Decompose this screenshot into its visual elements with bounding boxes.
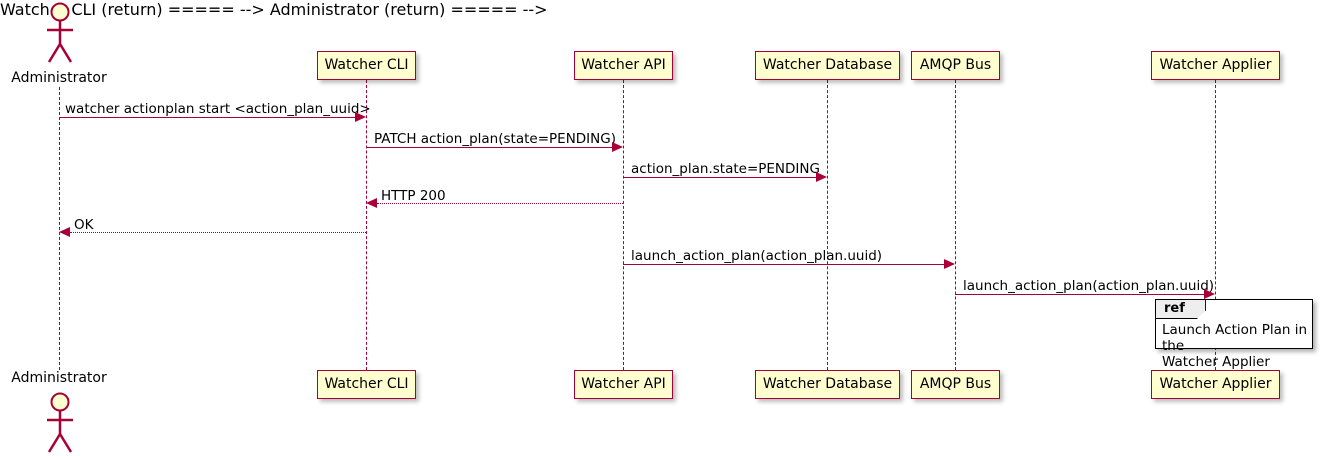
message-label-launch-action-plan-bus: launch_action_plan(action_plan.uuid): [963, 278, 1215, 294]
message-arrowhead-http-200: [366, 198, 377, 208]
lifeline-watcher-api: [623, 80, 624, 370]
participant-watcher-database-top[interactable]: Watcher Database: [755, 51, 900, 80]
ref-fragment-tab-label: ref: [1156, 300, 1206, 319]
actor-label-administrator-bottom: Administrator: [11, 370, 107, 386]
participant-watcher-api-top[interactable]: Watcher API: [574, 51, 673, 80]
lifeline-watcher-applier: [1215, 80, 1216, 370]
ref-fragment-body-text: Launch Action Plan in the Watcher Applie…: [1162, 322, 1308, 370]
message-arrowhead-launch-action-plan-api: [944, 259, 955, 269]
lifeline-amqp-bus: [955, 80, 956, 370]
message-line-patch-action-plan: [366, 147, 612, 148]
message-label-ok: OK: [74, 217, 94, 233]
message-label-action-plan-state-pending: action_plan.state=PENDING: [631, 161, 820, 177]
message-line-launch-action-plan-bus: [955, 294, 1204, 295]
message-arrowhead-launch-action-plan-bus: [1204, 289, 1215, 299]
message-arrowhead-action-plan-state-pending: [816, 172, 827, 182]
participant-watcher-applier-top[interactable]: Watcher Applier: [1151, 51, 1280, 80]
ref-fragment-launch-action-plan: ref Launch Action Plan in the Watcher Ap…: [1155, 299, 1313, 370]
actor-label-administrator-top: Administrator: [11, 70, 107, 86]
message-label-http-200: HTTP 200: [381, 188, 446, 204]
message-line-action-plan-state-pending: [623, 177, 816, 178]
message-line-http-200: [377, 203, 623, 204]
participant-amqp-bus-bottom[interactable]: AMQP Bus: [911, 370, 1000, 399]
message-line-watcher-actionplan-start: [59, 117, 355, 118]
participant-watcher-cli-top[interactable]: Watcher CLI: [317, 51, 416, 80]
message-arrowhead-patch-action-plan: [612, 142, 623, 152]
lifeline-watcher-cli: [366, 80, 367, 370]
participant-watcher-database-bottom[interactable]: Watcher Database: [755, 370, 900, 399]
message-label-launch-action-plan-api: launch_action_plan(action_plan.uuid): [631, 248, 883, 264]
lifeline-watcher-database: [827, 80, 828, 370]
participant-watcher-applier-bottom[interactable]: Watcher Applier: [1151, 370, 1280, 399]
message-arrowhead-watcher-actionplan-start: [355, 112, 366, 122]
message-arrowhead-ok: [59, 227, 70, 237]
message-label-watcher-actionplan-start: watcher actionplan start <action_plan_uu…: [65, 101, 371, 117]
message-line-launch-action-plan-api: [623, 264, 944, 265]
participant-watcher-api-bottom[interactable]: Watcher API: [574, 370, 673, 399]
message-label-patch-action-plan: PATCH action_plan(state=PENDING): [374, 131, 616, 147]
message-line-ok: [70, 232, 366, 233]
participant-amqp-bus-top[interactable]: AMQP Bus: [911, 51, 1000, 80]
participant-watcher-cli-bottom[interactable]: Watcher CLI: [317, 370, 416, 399]
actor-administrator-bottom: [40, 392, 80, 454]
actor-administrator-top: [40, 2, 80, 64]
